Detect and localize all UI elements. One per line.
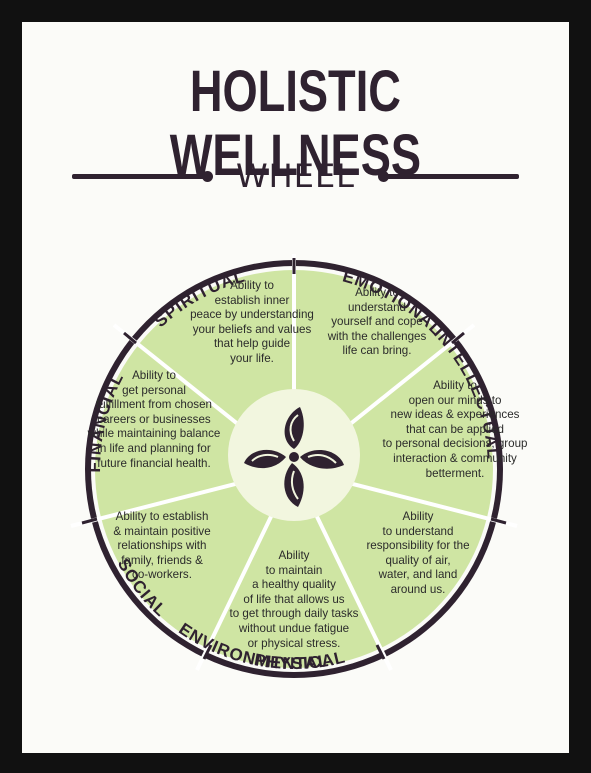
ring-ticks xyxy=(81,258,507,660)
left-rule xyxy=(72,174,207,179)
flower-petal-right xyxy=(300,450,344,469)
emotional-description: Ability to understand yourself and cope … xyxy=(327,286,427,358)
physical-description: Ability to maintain a healthy quality of… xyxy=(229,549,359,650)
environmental-description: Ability to understand responsibility for… xyxy=(366,510,470,596)
poster: HOLISTIC WELLNESS WHEEL xyxy=(22,22,569,753)
ring-tick-2 xyxy=(451,331,465,345)
flower-center-dot xyxy=(289,452,299,462)
flower-petal-bottom xyxy=(284,463,304,507)
flower-icon xyxy=(244,407,344,507)
poster-subtitle: WHEEL xyxy=(236,157,355,195)
flower-vein-right xyxy=(307,454,337,464)
financial-description: Ability to get personal fulfillment from… xyxy=(87,369,221,470)
left-rule-dot xyxy=(202,171,213,182)
flower-vein-top xyxy=(289,414,299,442)
ring-tick-4 xyxy=(375,644,386,660)
poster-title: HOLISTIC WELLNESS xyxy=(169,59,422,188)
right-rule-dot xyxy=(378,171,389,182)
ring-tick-7 xyxy=(123,331,137,345)
flower-petal-left xyxy=(244,449,286,469)
ring-tick-3 xyxy=(490,517,507,525)
ring-tick-5 xyxy=(202,644,213,660)
ring-tick-6 xyxy=(81,517,98,525)
social-description: Ability to establish & maintain positive… xyxy=(113,510,211,582)
right-rule xyxy=(384,174,519,179)
flower-vein-left xyxy=(251,453,279,462)
spiritual-description: Ability to establish inner peace by unde… xyxy=(190,279,314,365)
intellectual-description: Ability to open our minds to new ideas &… xyxy=(382,379,528,480)
wellness-wheel: SPIRITUAL EMOTIONAL INTELLECTUAL ENVIRON… xyxy=(70,254,518,730)
subtitle-row: WHEEL xyxy=(22,156,569,196)
flower-vein-bottom xyxy=(290,470,299,500)
flower-petal-top xyxy=(284,407,304,449)
